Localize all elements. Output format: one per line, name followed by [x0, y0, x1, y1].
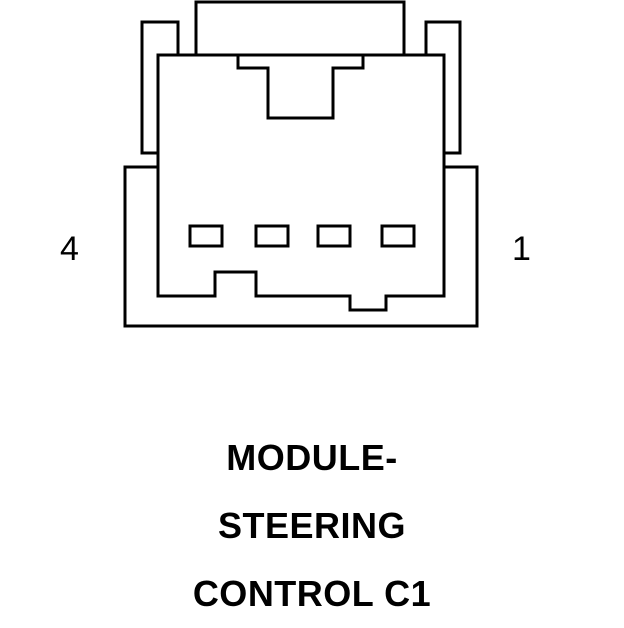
top-latch — [194, 0, 406, 57]
title-line-1: MODULE- — [226, 437, 398, 478]
pin-cavities — [188, 224, 416, 248]
pin-cavity-3 — [254, 224, 290, 248]
pin-cavity-4 — [188, 224, 224, 248]
pin-label-1: 1 — [512, 230, 531, 268]
connector-title: MODULE- STEERING CONTROL C1 — [0, 424, 624, 628]
right-latch-ear — [424, 20, 462, 155]
pin-label-4: 4 — [60, 230, 79, 268]
left-latch-ear — [140, 20, 180, 155]
title-line-3: CONTROL C1 — [192, 573, 432, 614]
key-notch — [236, 53, 365, 120]
title-line-2: STEERING — [217, 505, 407, 546]
inner-body — [156, 53, 446, 312]
pin-cavity-2 — [316, 224, 352, 248]
connector-diagram — [123, 0, 479, 328]
outer-shell — [123, 165, 479, 328]
pin-cavity-1 — [380, 224, 416, 248]
